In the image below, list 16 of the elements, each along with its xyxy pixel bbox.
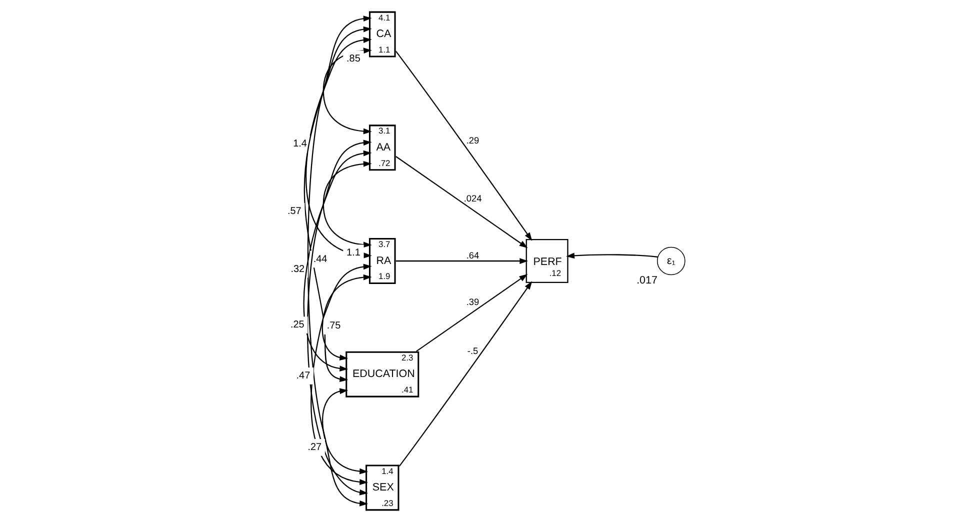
edge-label: .75 [326, 320, 341, 332]
edge-label: .27 [308, 442, 322, 454]
edge-label: -.5 [467, 346, 478, 356]
edge-label: .29 [466, 136, 480, 146]
edge-label: .57 [288, 206, 302, 217]
edge-label: .47 [296, 370, 310, 382]
edge-label: .44 [313, 254, 328, 265]
edge-label: 1.4 [293, 138, 307, 150]
edge-label: .39 [466, 297, 480, 308]
edge-label: 1.1 [346, 248, 360, 259]
edge-label: .32 [290, 264, 305, 275]
edge-label: .85 [346, 54, 360, 65]
node-label: .017 [636, 274, 658, 286]
edge-label: .25 [290, 320, 304, 331]
edge-label: .024 [464, 194, 482, 204]
edge-label: .64 [466, 250, 480, 260]
